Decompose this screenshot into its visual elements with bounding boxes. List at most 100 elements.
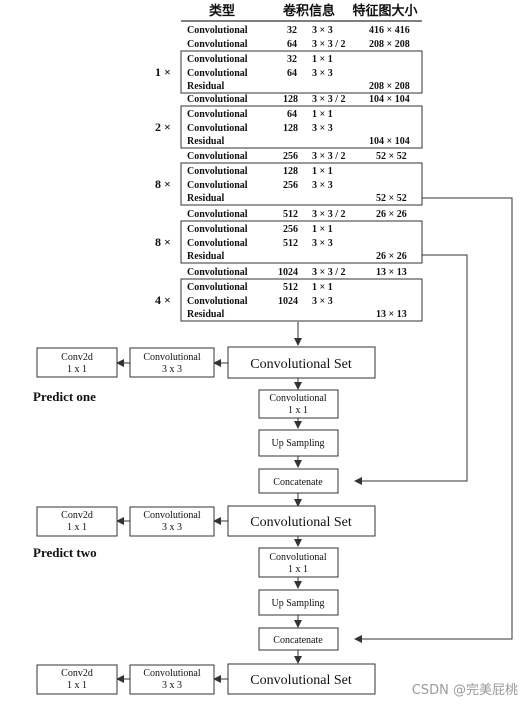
block-3-pre-output: 52 × 52 <box>376 151 407 162</box>
block-5-pre-filters: 1024 <box>278 267 298 278</box>
block-4-row-2-type: Convolutional <box>187 238 248 249</box>
block-2-residual: Residual <box>187 136 224 147</box>
chain-2-concat-box <box>258 627 339 651</box>
header-type: 类型 <box>209 3 235 19</box>
conv-box-1-label: Convolutional <box>143 352 200 363</box>
block-5-residual: Residual <box>187 309 224 320</box>
chain-2-upsample-box <box>258 589 339 616</box>
block-3-row-2-type: Convolutional <box>187 180 248 191</box>
chain-1-concat-label: Concatenate <box>273 477 323 488</box>
top-row-2-type: Convolutional <box>187 39 248 50</box>
top-row-2-output: 208 × 208 <box>369 39 410 50</box>
top-row-1-size: 3 × 3 <box>312 25 333 36</box>
chain-1-upsample-box <box>258 429 339 457</box>
chain-1-conv-box <box>258 389 339 419</box>
predict-one-label: Predict one <box>33 389 96 404</box>
block-3-pre-type: Convolutional <box>187 151 248 162</box>
chain-1-upsample-label: Up Sampling <box>271 438 324 449</box>
top-row-1-filters: 32 <box>287 25 297 36</box>
block-1-multiplier: 1 × <box>155 65 171 79</box>
block-4-residual: Residual <box>187 251 224 262</box>
block-4-row-1-type: Convolutional <box>187 224 248 235</box>
predict-two-label: Predict two <box>33 545 97 560</box>
top-row-1-type: Convolutional <box>187 25 248 36</box>
chain-2-conv-label: Convolutional <box>269 552 326 563</box>
block-5-row-1-size: 1 × 1 <box>312 282 333 293</box>
chain-1-concat-box <box>258 468 339 494</box>
conv2d-box-2 <box>36 506 118 537</box>
conv-set-box-2-label: Convolutional Set <box>250 515 352 530</box>
header-feature-size: 特征图大小 <box>352 3 417 19</box>
block-1-output: 208 × 208 <box>369 81 410 92</box>
block-3-multiplier: 8 × <box>155 177 171 191</box>
conv-box-3-size: 3 x 3 <box>162 680 182 691</box>
block-3-row-2-size: 3 × 3 <box>312 180 333 191</box>
block-2-row-2-size: 3 × 3 <box>312 123 333 134</box>
block-4-pre-output: 26 × 26 <box>376 209 407 220</box>
conv-box-1-size: 3 x 3 <box>162 364 182 375</box>
block-1-row-1-type: Convolutional <box>187 54 248 65</box>
chain-2-upsample-label: Up Sampling <box>271 598 324 609</box>
block-4-row-1-size: 1 × 1 <box>312 224 333 235</box>
residual-block-4 <box>180 220 423 264</box>
residual-block-5 <box>180 278 423 322</box>
header-conv-info: 卷积信息 <box>283 3 335 19</box>
block-4-multiplier: 8 × <box>155 235 171 249</box>
block-1-row-1-filters: 32 <box>287 54 297 65</box>
conv-box-2 <box>129 506 215 537</box>
block-2-pre-output: 104 × 104 <box>369 94 410 105</box>
block-5-row-2-filters: 1024 <box>278 296 298 307</box>
conv-set-box-3-label: Convolutional Set <box>250 673 352 688</box>
block-1-row-1-size: 1 × 1 <box>312 54 333 65</box>
conv-set-box-3 <box>227 663 376 695</box>
block-4-output: 26 × 26 <box>376 251 407 262</box>
block-3-row-2-filters: 256 <box>283 180 298 191</box>
block-2-row-1-size: 1 × 1 <box>312 109 333 120</box>
chain-2-conv-size: 1 x 1 <box>288 564 308 575</box>
conv2d-box-1-size: 1 x 1 <box>67 364 87 375</box>
chain-2-conv-box <box>258 547 339 578</box>
conv-box-2-label: Convolutional <box>143 510 200 521</box>
block-1-row-2-size: 3 × 3 <box>312 68 333 79</box>
block-2-pre-filters: 128 <box>283 94 298 105</box>
conv-set-box-1-label: Convolutional Set <box>250 357 352 372</box>
conv-set-box-2 <box>227 505 376 537</box>
block-2-pre-type: Convolutional <box>187 94 248 105</box>
block-2-row-1-filters: 64 <box>287 109 297 120</box>
block-3-pre-filters: 256 <box>283 151 298 162</box>
top-row-1-output: 416 × 416 <box>369 25 410 36</box>
block-4-row-1-filters: 256 <box>283 224 298 235</box>
block-2-multiplier: 2 × <box>155 120 171 134</box>
block-1-row-2-filters: 64 <box>287 68 297 79</box>
residual-block-3 <box>180 162 423 206</box>
block-2-row-1-type: Convolutional <box>187 109 248 120</box>
chain-2-concat-label: Concatenate <box>273 635 323 646</box>
conv-set-box-1 <box>227 346 376 379</box>
block-3-residual: Residual <box>187 193 224 204</box>
conv-box-3-label: Convolutional <box>143 668 200 679</box>
conv-box-2-size: 3 x 3 <box>162 522 182 533</box>
route-26x26-to-concat-1 <box>354 254 468 485</box>
block-1-residual: Residual <box>187 81 224 92</box>
block-5-multiplier: 4 × <box>155 293 171 307</box>
block-5-pre-type: Convolutional <box>187 267 248 278</box>
block-2-row-2-type: Convolutional <box>187 123 248 134</box>
block-5-pre-output: 13 × 13 <box>376 267 407 278</box>
block-2-pre-size: 3 × 3 / 2 <box>312 94 345 105</box>
block-3-row-1-filters: 128 <box>283 166 298 177</box>
conv-box-3 <box>129 664 215 695</box>
block-2-row-2-filters: 128 <box>283 123 298 134</box>
block-5-row-2-type: Convolutional <box>187 296 248 307</box>
residual-block-1 <box>180 50 423 94</box>
block-3-pre-size: 3 × 3 / 2 <box>312 151 345 162</box>
block-4-row-2-size: 3 × 3 <box>312 238 333 249</box>
top-row-2-filters: 64 <box>287 39 297 50</box>
block-1-row-2-type: Convolutional <box>187 68 248 79</box>
route-52x52-to-concat-2 <box>354 197 513 643</box>
block-2-output: 104 × 104 <box>369 136 410 147</box>
conv2d-box-1 <box>36 347 118 378</box>
block-5-row-1-filters: 512 <box>283 282 298 293</box>
chain-1-conv-size: 1 x 1 <box>288 405 308 416</box>
